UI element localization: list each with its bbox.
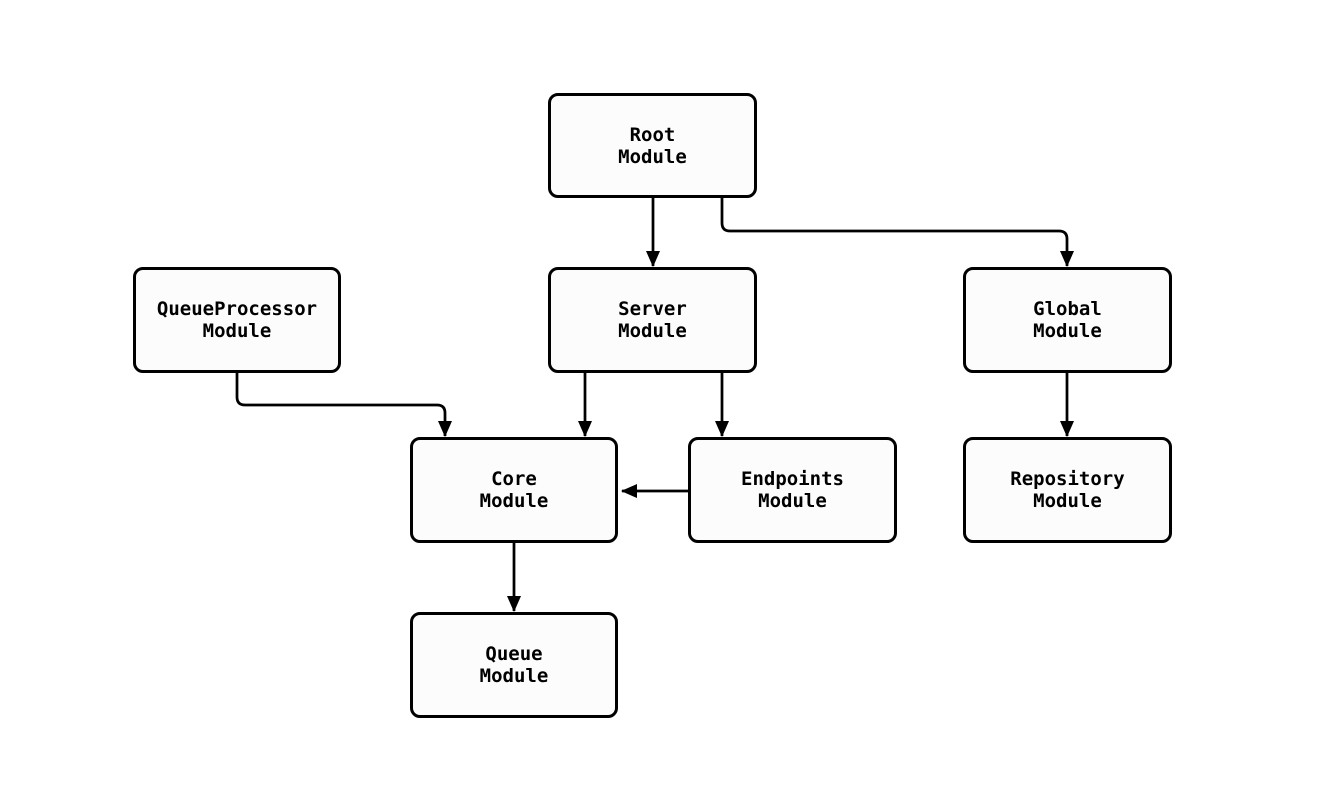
node-label-line1: Server: [618, 298, 687, 320]
node-label-line2: Module: [479, 665, 549, 687]
node-label-line2: Module: [1033, 320, 1102, 342]
node-label-line1: Endpoints: [741, 468, 844, 490]
node-queue-module: Queue Module: [410, 612, 618, 718]
node-endpoints-module: Endpoints Module: [688, 437, 897, 543]
node-label-line1: Root: [629, 123, 676, 146]
node-core-module: Core Module: [410, 437, 618, 543]
node-label-line2: Module: [758, 490, 827, 512]
node-queueprocessor-module: QueueProcessor Module: [133, 267, 341, 373]
node-label-line1: QueueProcessor: [156, 298, 318, 320]
node-label-line2: Module: [1033, 490, 1102, 512]
node-repository-module: Repository Module: [963, 437, 1172, 543]
node-label-line1: Core: [491, 468, 537, 490]
node-label-line1: Global: [1033, 298, 1102, 320]
node-label-line2: Module: [479, 490, 549, 512]
node-global-module: Global Module: [963, 267, 1172, 373]
node-label-line1: Repository: [1010, 468, 1125, 490]
node-label-line2: Module: [202, 320, 272, 342]
node-label-line2: Module: [618, 145, 687, 168]
edge-queueprocessor-to-core: [235, 373, 452, 437]
edge-root-to-global: [720, 198, 1074, 267]
node-label-line2: Module: [618, 320, 687, 342]
node-server-module: Server Module: [548, 267, 757, 373]
node-label-line1: Queue: [485, 643, 543, 665]
node-root-module: Root Module: [548, 93, 757, 198]
